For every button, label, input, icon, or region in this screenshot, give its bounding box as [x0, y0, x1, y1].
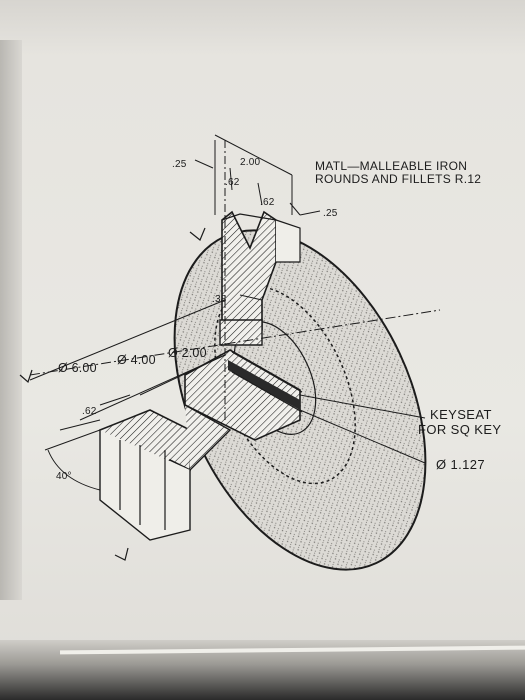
centerlines — [29, 140, 441, 420]
callout-bore: Ø 1.127 — [436, 457, 486, 472]
callout-keyseat: KEYSEAT — [430, 407, 492, 422]
dim-dia-400: Ø 4.00 — [117, 353, 156, 367]
dim-200: 2.00 — [240, 157, 261, 168]
dim-062-b: .62 — [260, 197, 275, 208]
note-fillets: ROUNDS AND FILLETS R.12 — [315, 172, 482, 186]
dimension-lines — [29, 134, 426, 491]
bottom-section — [99, 404, 232, 541]
finish-marks — [19, 227, 206, 561]
dim-062-c: .62 — [82, 406, 97, 417]
dim-062-a: .62 — [225, 177, 240, 188]
callout-keyseat-sq: FOR SQ KEY — [418, 422, 502, 437]
dim-025-top: .25 — [172, 159, 187, 170]
top-section — [219, 210, 301, 347]
dim-dia-600: Ø 6.00 — [58, 361, 97, 375]
dim-038: .38 — [212, 294, 227, 305]
dim-025-right: .25 — [323, 208, 338, 219]
note-material: MATL—MALLEABLE IRON — [315, 159, 468, 173]
dim-dia-200: Ø 2.00 — [168, 346, 207, 360]
book-gutter — [0, 40, 22, 600]
dim-angle-40: 40° — [56, 471, 72, 482]
